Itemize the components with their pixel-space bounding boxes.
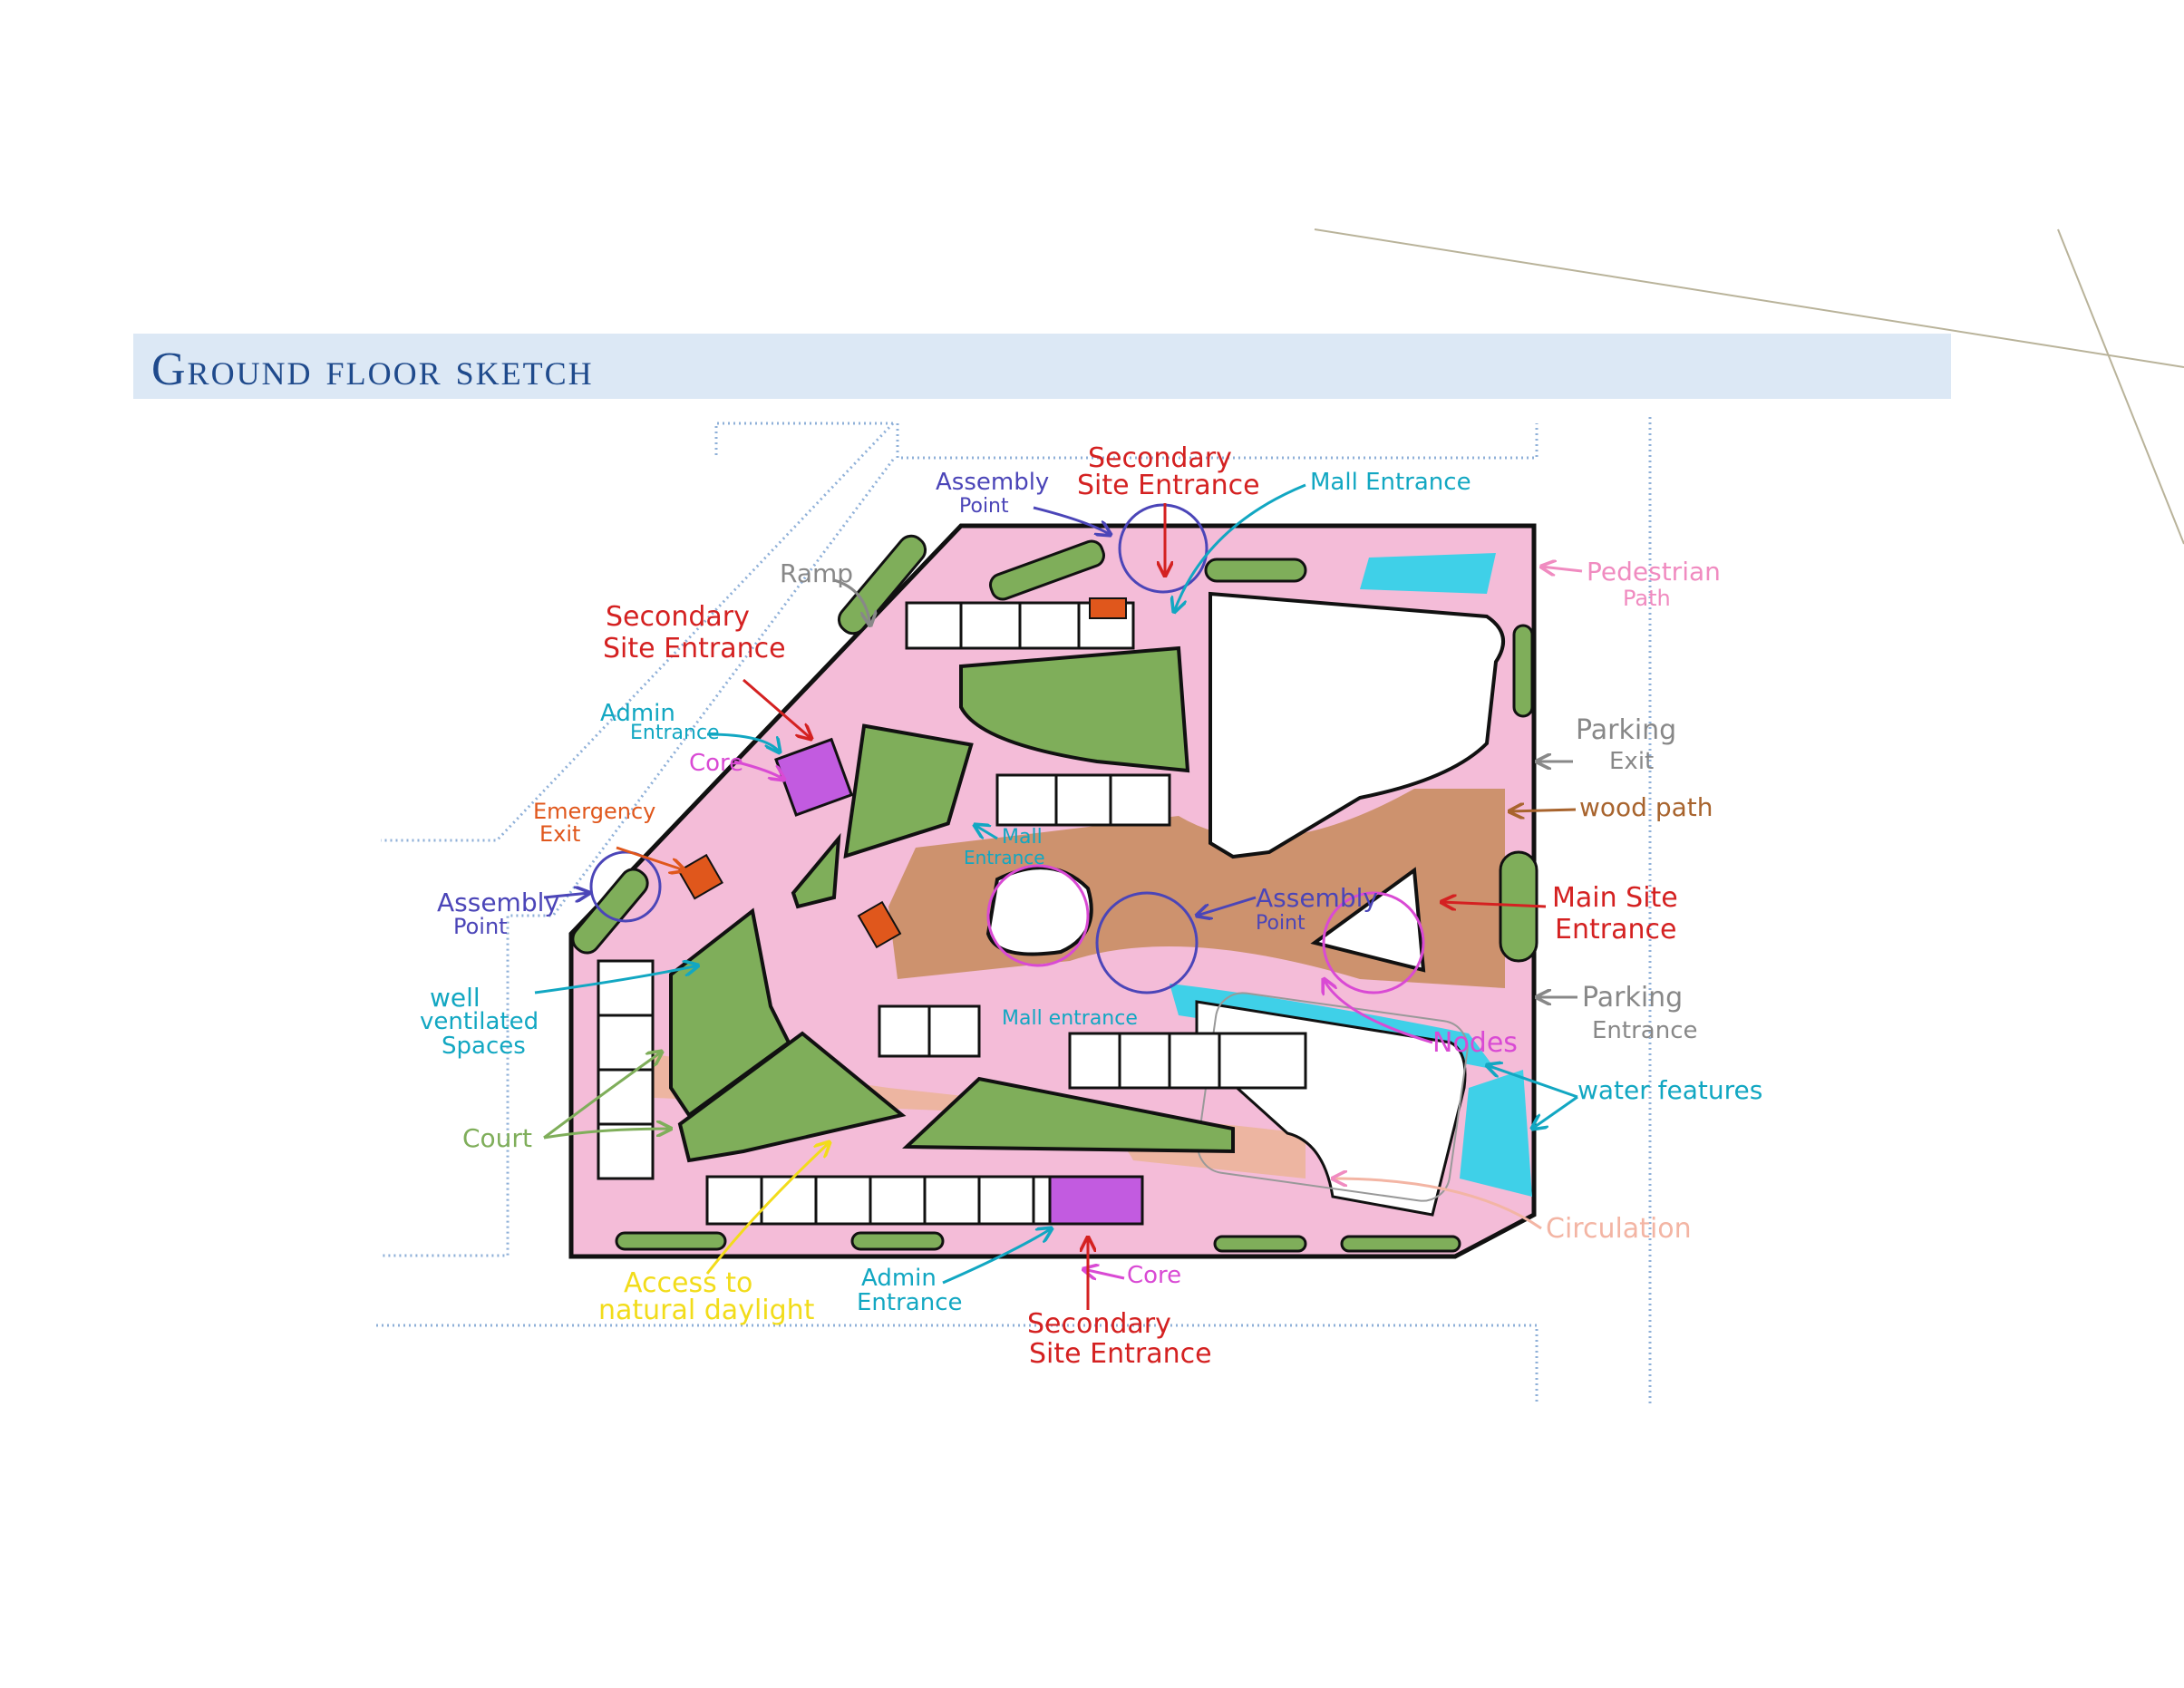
label-water-features: water features (1577, 1075, 1762, 1105)
label-mall-entrance-low: Mall entrance (1002, 1007, 1138, 1030)
emergency-exit-top (1089, 597, 1127, 619)
label-assembly-point-mid-1: Assembly (1256, 883, 1378, 913)
label-parking-entrance-1: Parking (1582, 982, 1683, 1014)
water-feature-2 (1460, 1070, 1532, 1197)
label-mall-entrance-top: Mall Entrance (1310, 469, 1471, 496)
decorative-lines (1314, 228, 2184, 545)
label-assembly-point-left-2: Point (453, 914, 508, 939)
core-bottom (1048, 1175, 1144, 1226)
label-well-ventilated-2: ventilated (420, 1008, 539, 1035)
label-wood-path: wood path (1579, 792, 1713, 822)
circulation-nodes (985, 866, 1426, 973)
label-mall-entrance-mid-1: Mall (1002, 826, 1043, 849)
label-access-daylight-2: natural daylight (598, 1295, 815, 1326)
court-top (959, 645, 1190, 773)
planters (571, 534, 1539, 1253)
label-secondary-site-entrance-top-1: Secondary (1088, 442, 1232, 474)
label-access-daylight-1: Access to (624, 1267, 752, 1299)
label-core-bottom: Core (1127, 1262, 1181, 1289)
mall-block (1208, 591, 1505, 859)
label-secondary-site-entrance-left-2: Site Entrance (603, 633, 786, 665)
label-core-left: Core (689, 750, 743, 777)
label-pedestrian-path-1: Pedestrian (1587, 557, 1721, 587)
label-emergency-exit-2: Exit (539, 821, 580, 847)
court-bottom-right (902, 1076, 1235, 1154)
label-secondary-site-entrance-bottom-1: Secondary (1027, 1308, 1171, 1340)
site-boundary (376, 417, 1652, 1405)
label-main-site-entrance-2: Entrance (1555, 914, 1676, 946)
emergency-exit-left (677, 853, 723, 900)
label-assembly-point-mid-2: Point (1256, 912, 1306, 935)
label-well-ventilated-3: Spaces (442, 1033, 526, 1060)
label-circulation: Circulation (1546, 1213, 1692, 1245)
label-assembly-point-top-1: Assembly (936, 469, 1049, 496)
label-secondary-site-entrance-left-1: Secondary (606, 601, 750, 633)
court-left-diag (843, 723, 974, 859)
label-parking-exit-1: Parking (1576, 714, 1676, 746)
water-feature-3 (1360, 553, 1496, 594)
page-title: Ground floor sketch (151, 344, 594, 395)
label-admin-entrance-bottom-2: Entrance (857, 1289, 963, 1316)
label-parking-exit-2: Exit (1609, 748, 1654, 775)
annotation-arrows (534, 483, 1583, 1310)
label-well-ventilated-1: well (430, 983, 480, 1013)
label-admin-entrance-left-2: Entrance (630, 722, 720, 744)
label-secondary-site-entrance-bottom-2: Site Entrance (1029, 1338, 1212, 1370)
label-admin-entrance-bottom-1: Admin (861, 1265, 937, 1292)
label-pedestrian-path-2: Path (1623, 586, 1671, 611)
label-assembly-point-top-2: Point (959, 495, 1009, 518)
court-small-diamond (791, 832, 841, 909)
emergency-exit-mid (857, 900, 902, 949)
label-emergency-exit-1: Emergency (533, 799, 655, 824)
label-parking-entrance-2: Entrance (1592, 1017, 1698, 1044)
label-court: Court (462, 1123, 532, 1153)
label-main-site-entrance-1: Main Site (1552, 882, 1678, 914)
core-left (774, 737, 854, 817)
title-band: Ground floor sketch (133, 334, 1951, 399)
label-assembly-point-left-1: Assembly (437, 888, 559, 917)
label-mall-entrance-mid-2: Entrance (964, 847, 1045, 868)
label-nodes: Nodes (1432, 1027, 1518, 1059)
label-admin-entrance-left-1: Admin (600, 700, 675, 727)
label-secondary-site-entrance-top-2: Site Entrance (1077, 470, 1260, 501)
court-bottom-left (677, 1031, 907, 1163)
